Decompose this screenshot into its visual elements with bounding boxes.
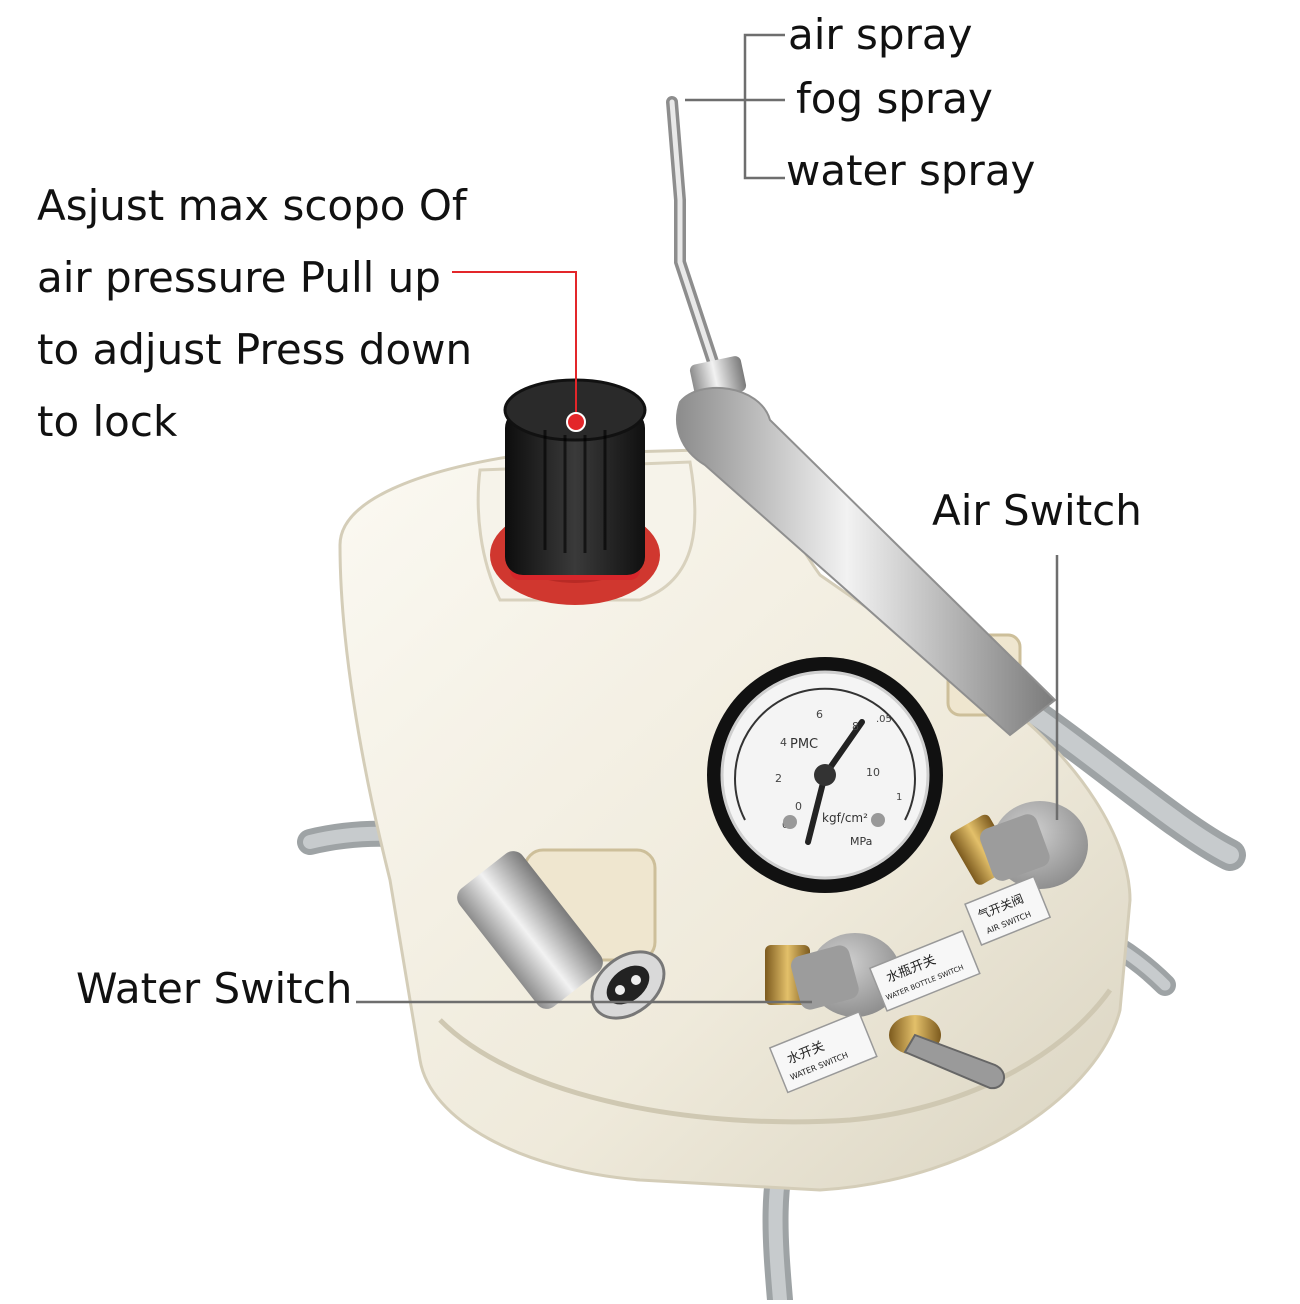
regulator-marker-dot (566, 412, 586, 432)
regulator-line-4: to lock (37, 397, 178, 446)
gauge-tick-8: 8 (852, 720, 859, 733)
leader-lines (356, 33, 1059, 1004)
gauge-tick-4: 4 (780, 736, 787, 749)
gauge-unit-secondary: MPa (850, 835, 872, 848)
gauge-mpa-05: .05 (876, 714, 892, 725)
gauge-tick-6: 6 (816, 708, 823, 721)
air-switch-label: Air Switch (932, 486, 1142, 535)
gauge-tick-2: 2 (775, 772, 782, 785)
regulator-line-2: air pressure Pull up (37, 253, 441, 302)
regulator-line-1: Asjust max scopo Of (37, 181, 467, 230)
gauge-brand: PMC (790, 737, 818, 752)
spray-bracket (685, 33, 785, 180)
fog-spray-label: fog spray (796, 74, 993, 123)
water-switch-label: Water Switch (76, 964, 353, 1013)
gauge-mpa-1: 1 (896, 792, 902, 803)
air-switch-valve (950, 801, 1088, 889)
air-spray-label: air spray (788, 10, 973, 59)
bottle-toggle (889, 1015, 1005, 1090)
panel-tags: 水开关 WATER SWITCH 水瓶开关 WATER BOTTLE SWITC… (768, 875, 1052, 1094)
regulator-line-3: to adjust Press down (37, 325, 473, 374)
gauge-tick-10: 10 (866, 766, 880, 779)
regulator-instructions-label: Asjust max scopo Of air pressure Pull up… (37, 170, 477, 458)
pressure-gauge: PMC kgf/cm² MPa 0 2 4 6 8 10 0 .05 1 (707, 657, 943, 893)
water-switch-valve (765, 933, 901, 1017)
gauge-tick-0: 0 (795, 800, 802, 813)
regulator-leader (452, 271, 577, 422)
water-spray-label: water spray (786, 146, 1036, 195)
gauge-unit-primary: kgf/cm² (822, 811, 868, 825)
air-water-syringe (666, 96, 1057, 737)
